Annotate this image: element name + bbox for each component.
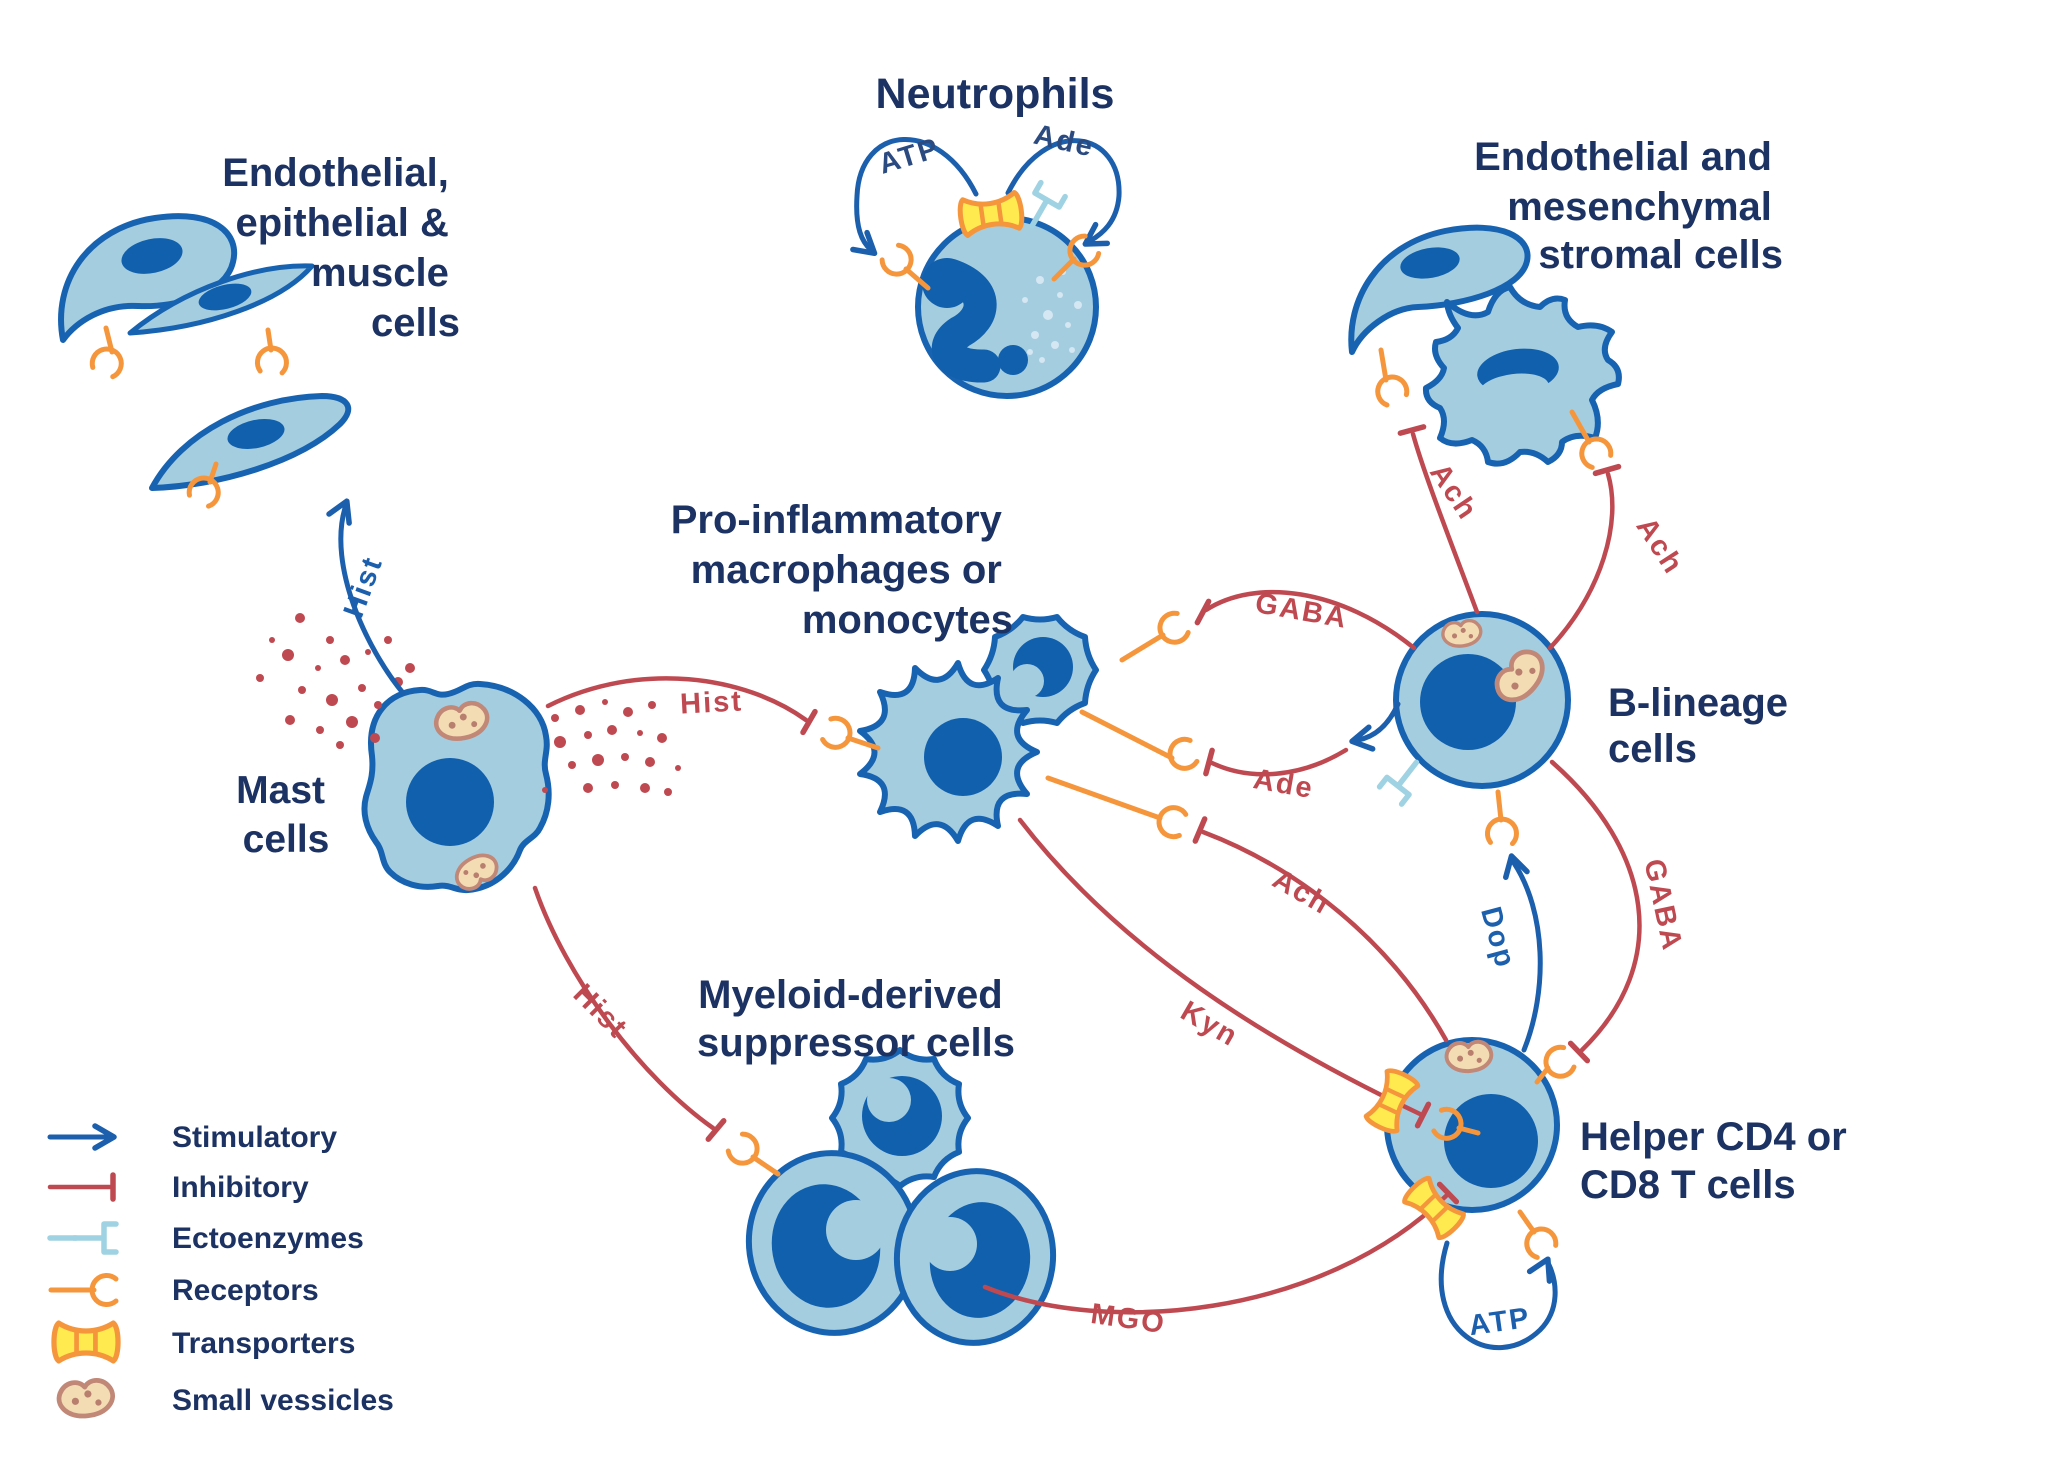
hist-macrophage-label: Hist [679, 685, 743, 720]
signal-path-atp-t [1438, 1240, 1558, 1350]
receptor-stem [1378, 347, 1389, 383]
endothelial-epithelial-muscle-cells [58, 213, 352, 508]
neutrophils-label: Neutrophils [876, 70, 1115, 118]
legend-item-small-vesicles: Small vessicles [57, 1379, 394, 1419]
legend-item-transporters: Transporters [54, 1323, 355, 1361]
nucleus-lobe [998, 345, 1028, 375]
mast-cells-label: Mast cells [236, 769, 336, 861]
signal-path-dop-to-b [1511, 860, 1543, 1053]
receptor-stem [1045, 775, 1163, 821]
macrophage-monocyte-cells [821, 610, 1198, 844]
receptor-stem [903, 266, 931, 291]
secretion-arrow-b-cell [1355, 701, 1401, 743]
receptor-stem [845, 735, 881, 751]
legend-label-receptors: Receptors [172, 1274, 319, 1307]
legend-label-small-vesicles: Small vessicles [172, 1384, 394, 1417]
mdsc-cells [726, 1047, 1057, 1346]
signal-path-gaba-to-macrophage [1203, 589, 1417, 651]
helper-t-label: Helper CD4 or CD8 T cells [1580, 1115, 1858, 1207]
receptor-stem [1517, 1209, 1537, 1235]
legend-label-transporters: Transporters [172, 1327, 355, 1360]
nucleus [406, 758, 494, 846]
neutrophil-cell [853, 137, 1122, 399]
legend-item-inhibitory: Inhibitory [47, 1171, 309, 1204]
legend-label-inhibitory: Inhibitory [172, 1171, 309, 1204]
signal-path-ach-to-macrophage [1200, 829, 1449, 1043]
b-lineage-label: B-lineage cells [1608, 681, 1799, 771]
signal-path-kyn-to-t [1017, 817, 1423, 1117]
receptor-stem [1495, 789, 1504, 823]
receptor-stem [1051, 256, 1077, 282]
nucleus-notch [1010, 664, 1044, 698]
receptor-stem [1569, 409, 1592, 445]
signal-path-ade-to-macrophage [1209, 747, 1349, 777]
legend-label-stimulatory: Stimulatory [172, 1121, 337, 1154]
helper-t-cell [1384, 1037, 1576, 1350]
signal-path-hist-stimulatory [338, 505, 406, 696]
signal-edges [329, 427, 1642, 1315]
signal-path-ade-neutrophil [1005, 138, 1122, 244]
nucleus [1420, 654, 1516, 750]
cytoplasm-speckles [1022, 269, 1082, 363]
elongated-cell [1348, 224, 1531, 355]
nucleus-notch [1479, 373, 1549, 405]
nucleus [1400, 247, 1460, 279]
b-lineage-cell [1380, 611, 1571, 844]
legend-item-ectoenzymes: Ectoenzymes [47, 1222, 364, 1255]
signal-path-ach-to-endothelial [1410, 431, 1480, 615]
small-vesicle-icon [1443, 1038, 1495, 1075]
legend-item-receptors: Receptors [48, 1274, 319, 1307]
nucleus-notch [923, 1217, 977, 1271]
signal-path-atp-neutrophil [854, 137, 979, 253]
transporter-icon [54, 1323, 118, 1361]
nucleus [924, 718, 1002, 796]
legend: Stimulatory Inhibitory Ectoenzymes Recep… [47, 1121, 394, 1419]
macrophages-label: Pro-inflammatory macrophages or monocyte… [671, 498, 1013, 642]
spindle-cell [58, 213, 238, 343]
histamine-granules-right [542, 699, 681, 796]
receptor-stem [750, 1154, 781, 1177]
endothelial-mesenchymal-stromal-cells [1348, 224, 1622, 470]
signal-path-ach-to-mesenchymal [1547, 471, 1615, 651]
signal-path-hist-to-mdsc [532, 885, 716, 1131]
legend-label-ectoenzymes: Ectoenzymes [172, 1222, 364, 1255]
signal-path-gaba-to-t [1549, 759, 1642, 1053]
receptor-stem [1119, 632, 1166, 663]
signal-path-mgo-to-t [982, 1193, 1449, 1315]
legend-item-stimulatory: Stimulatory [47, 1121, 337, 1154]
nucleus [121, 238, 183, 274]
nucleus [198, 283, 252, 311]
signal-path-hist-to-macrophage [545, 676, 809, 723]
receptor-stem [1079, 709, 1175, 761]
nucleus [1444, 1094, 1538, 1188]
nucleus-notch [867, 1078, 911, 1122]
mdsc-label: Myeloid-derived suppressor cells [697, 973, 1015, 1065]
nucleus [227, 419, 285, 449]
histamine-granules-left [256, 613, 415, 749]
endothelial-epithelial-muscle-label: Endothelial, epithelial & muscle cells [222, 151, 460, 345]
cell-labels: Neutrophils Endothelial, epithelial & mu… [222, 70, 1858, 1207]
nucleus-notch [826, 1200, 886, 1260]
nucleus-lobes [931, 259, 1001, 383]
endothelial-mesenchymal-label: Endothelial and mesenchymal stromal cell… [1474, 135, 1783, 277]
mast-cell [361, 680, 552, 896]
